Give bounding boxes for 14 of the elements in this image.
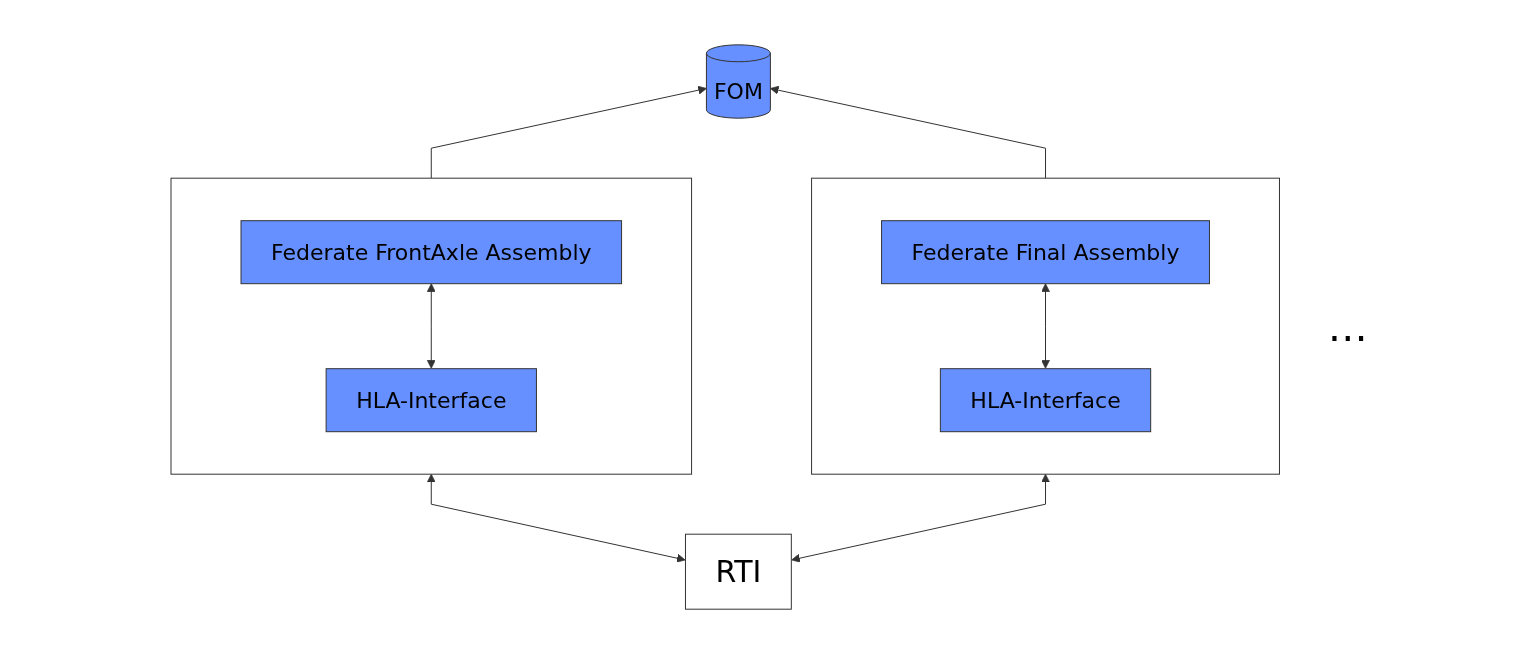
arrow — [1041, 283, 1051, 369]
node-box: Federate FrontAxle Assembly — [240, 220, 623, 285]
cluster — [170, 177, 693, 475]
arrow — [427, 473, 686, 563]
node-box: HLA-Interface — [940, 368, 1152, 433]
node-box: HLA-Interface — [325, 368, 538, 433]
arrow — [770, 85, 1047, 179]
node-box: Federate Final Assembly — [881, 220, 1211, 285]
arrow — [427, 283, 436, 369]
ellipsis-text: … — [1327, 304, 1368, 350]
arrow — [431, 85, 708, 179]
cluster — [811, 177, 1281, 475]
node-box: RTI — [685, 533, 793, 610]
arrow — [791, 473, 1051, 563]
